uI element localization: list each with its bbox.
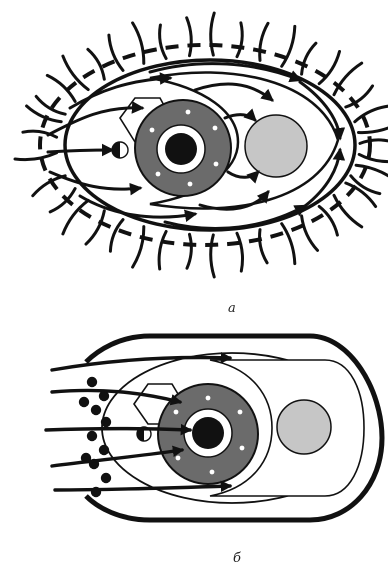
panel-b-disk-core	[192, 417, 224, 449]
particle	[101, 473, 111, 483]
panel-a-diagram	[15, 13, 388, 277]
cilium	[359, 154, 388, 161]
cilium	[334, 195, 362, 227]
cilium	[50, 189, 75, 212]
particle	[101, 417, 111, 427]
cilium	[360, 140, 388, 144]
cilium	[33, 176, 65, 196]
cilium	[187, 234, 191, 268]
cilium	[159, 232, 166, 270]
panel-a-small-circle	[112, 142, 128, 158]
cilium	[160, 25, 167, 59]
particle	[91, 405, 101, 415]
particle	[87, 431, 97, 441]
cilium	[133, 23, 144, 64]
panel-b-light-circle	[277, 400, 331, 454]
cilium	[351, 176, 380, 194]
cilium	[260, 230, 268, 263]
cilium	[187, 18, 192, 56]
cilium	[282, 26, 295, 66]
panel-b-diagram	[46, 336, 382, 520]
cilium	[237, 23, 242, 57]
panel-b-label: б	[233, 551, 241, 566]
cilium	[211, 13, 214, 55]
panel-a-disk-core	[165, 133, 197, 165]
particle	[87, 377, 97, 387]
cilium	[15, 153, 57, 160]
cilium	[319, 206, 337, 235]
panel-a-light-circle	[245, 115, 307, 177]
cilium	[346, 86, 373, 107]
cilium	[334, 63, 362, 95]
flow-arrow	[46, 429, 190, 431]
particle	[99, 445, 109, 455]
cilium	[237, 233, 243, 271]
cilium	[63, 200, 88, 234]
cilium	[359, 123, 388, 133]
cilium	[133, 227, 144, 268]
cilium	[319, 52, 339, 84]
cilium	[302, 43, 316, 74]
cilium	[355, 106, 388, 122]
cilium	[211, 235, 214, 277]
cilium	[109, 35, 123, 70]
panel-b-outer-capsule-bottom	[86, 496, 150, 520]
panel-a-label: а	[228, 301, 236, 316]
cilium	[260, 23, 268, 60]
particle	[79, 397, 89, 407]
cilium	[110, 220, 123, 252]
